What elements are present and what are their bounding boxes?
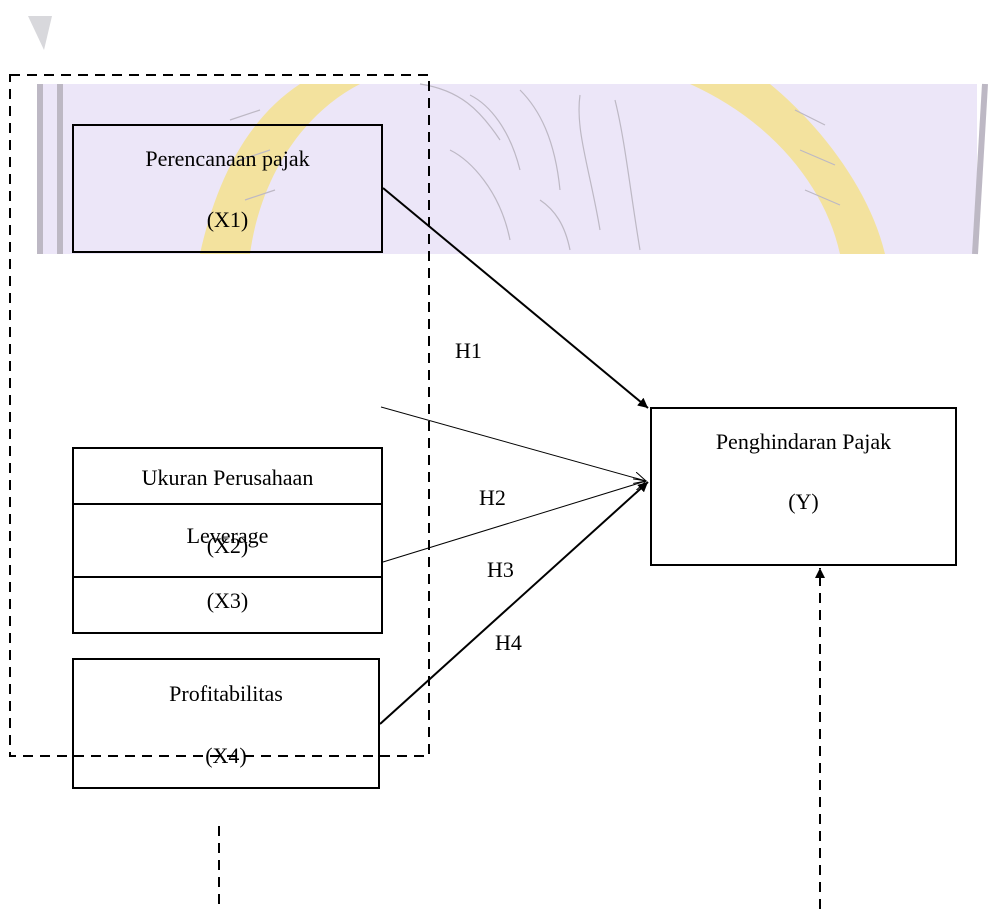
x2-name: Ukuran Perusahaan [141, 465, 314, 490]
x4-name: Profitabilitas [169, 681, 283, 706]
x3-name: Leverage [186, 523, 269, 548]
independent-variables-group [9, 74, 430, 757]
box-x1 [72, 124, 383, 253]
hypothesis-h1: H1 [455, 338, 482, 363]
box-x3 [72, 503, 383, 634]
arrow-h1 [382, 187, 649, 409]
hypothesis-h3: H3 [487, 557, 514, 582]
y-code: (Y) [788, 489, 819, 514]
arrow-h2 [380, 406, 646, 481]
x2-code: (X2) [206, 533, 249, 558]
arrow-h3 [382, 481, 646, 563]
arrow-h4 [379, 481, 649, 725]
box-x4 [72, 658, 380, 789]
x3-code: (X3) [206, 588, 249, 613]
hypothesis-h2: H2 [479, 485, 506, 510]
hypothesis-h4: H4 [495, 630, 522, 655]
x1-name: Perencanaan pajak [145, 146, 310, 171]
x4-code: (X4) [205, 743, 247, 768]
watermark-seal [28, 16, 988, 255]
box-y [650, 407, 957, 566]
x1-code: (X1) [206, 207, 249, 232]
y-name: Penghindaran Pajak [715, 429, 892, 454]
